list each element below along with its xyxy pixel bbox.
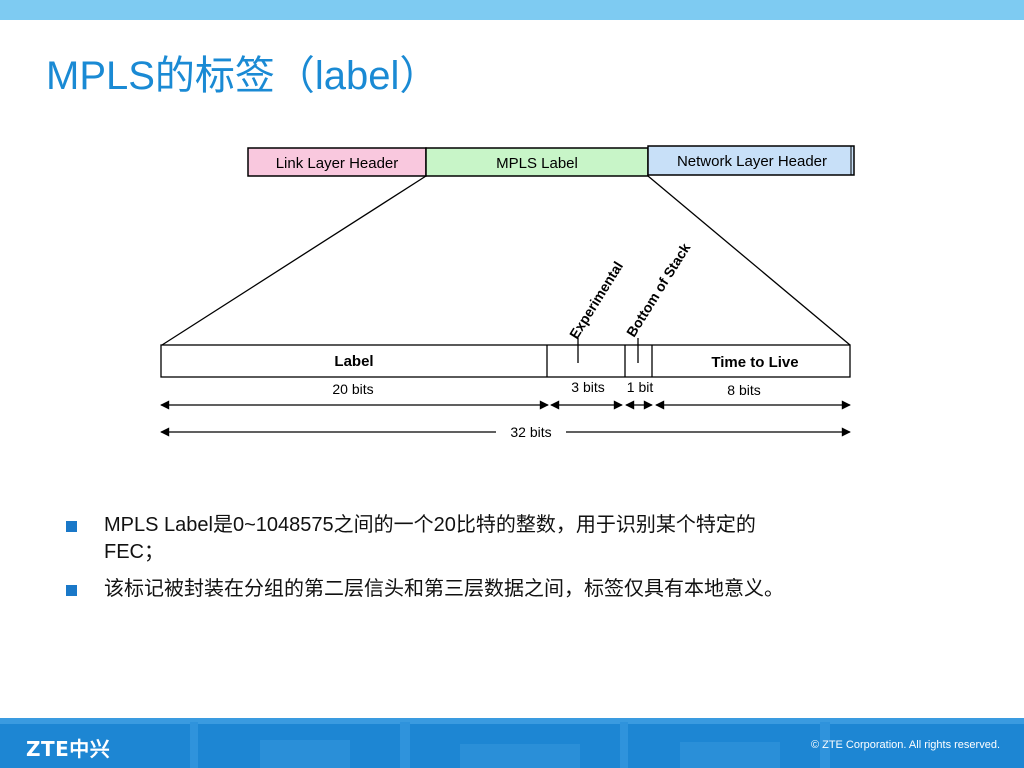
- network-layer-header-text: Network Layer Header: [677, 153, 827, 170]
- exp-bits-text: 3 bits: [571, 379, 604, 395]
- network-layer-header-box: [647, 145, 855, 176]
- link-layer-header-text: Link Layer Header: [276, 155, 399, 172]
- slide-title: MPLS的标签（label）: [46, 54, 440, 98]
- label-field-row: [160, 344, 851, 378]
- footer-background: [0, 718, 1024, 768]
- expansion-line-left: [161, 175, 427, 346]
- s-bits-text: 1 bit: [627, 379, 654, 395]
- bullet-text: MPLS Label是0~1048575之间的一个20比特的整数，用于识别某个特…: [104, 514, 756, 536]
- bottom-of-stack-field-text: Bottom of Stack: [623, 240, 694, 340]
- bullet-item: 该标记被封装在分组的第二层信头和第三层数据之间，标签仅具有本地意义。: [66, 576, 946, 603]
- bullet-text: 该标记被封装在分组的第二层信头和第三层数据之间，标签仅具有本地意义。: [104, 578, 784, 600]
- bullet-list: MPLS Label是0~1048575之间的一个20比特的整数，用于识别某个特…: [66, 512, 946, 613]
- bullet-text: FEC；: [104, 541, 164, 563]
- copyright-text: © ZTE Corporation. All rights reserved.: [810, 739, 1000, 751]
- bullet-square-icon: [66, 521, 77, 532]
- expansion-line-right: [647, 175, 851, 346]
- top-accent-bar: [0, 0, 1024, 20]
- bullet-item: MPLS Label是0~1048575之间的一个20比特的整数，用于识别某个特…: [66, 512, 946, 566]
- ttl-bits-text: 8 bits: [727, 382, 760, 398]
- total-bits-text: 32 bits: [510, 424, 551, 440]
- link-layer-header-box: [247, 147, 427, 177]
- bullet-square-icon: [66, 585, 77, 596]
- experimental-field-text: Experimental: [566, 259, 626, 342]
- label-field-text: Label: [334, 353, 373, 370]
- label-bits-text: 20 bits: [332, 381, 373, 397]
- mpls-label-text: MPLS Label: [496, 155, 578, 172]
- zte-logo: ZTE中兴: [26, 737, 111, 761]
- ttl-field-text: Time to Live: [711, 354, 798, 371]
